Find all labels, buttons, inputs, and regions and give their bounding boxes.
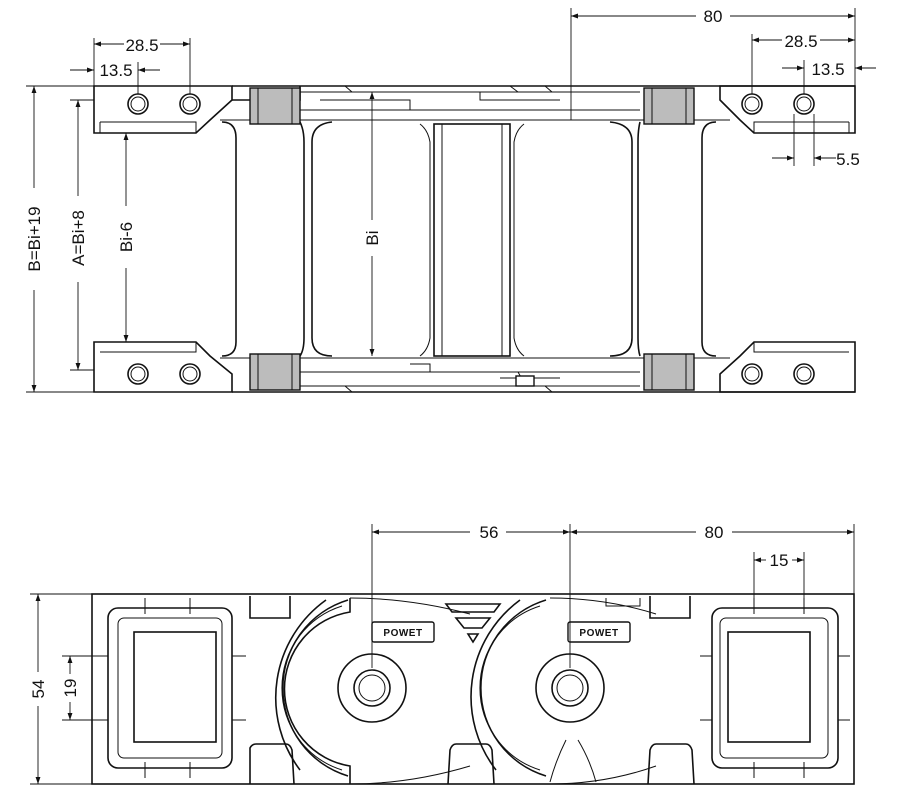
label-left-hole-offset: 13.5 — [99, 61, 132, 80]
chevron-logo-icon — [444, 603, 502, 644]
brand-label-left: POWET — [383, 628, 422, 639]
label-right-hole-span: 28.5 — [784, 32, 817, 51]
dimension-overall-width: B=Bi+19 — [25, 85, 94, 393]
label-window-height: 19 — [61, 679, 80, 698]
label-right-hole-gap: 5.5 — [836, 150, 860, 169]
bottom-side-band — [220, 353, 855, 393]
dimension-pitch-large: 80 — [570, 523, 855, 594]
dimension-inner-width: Bi — [363, 92, 382, 356]
label-clear-width: Bi-6 — [117, 222, 136, 252]
dimension-pitch-top: 80 — [570, 7, 856, 120]
left-round-link: POWET — [274, 597, 471, 785]
label-inner-width: Bi — [363, 230, 382, 245]
left-window-link — [96, 598, 246, 778]
dimension-left-hole-offset: 13.5 — [70, 61, 160, 94]
brand-badge-right — [567, 621, 631, 643]
label-outer-width: A=Bi+8 — [69, 210, 88, 266]
left-top-bracket — [93, 85, 233, 134]
dimension-right-hole-offset: 13.5 — [782, 60, 876, 94]
dimension-window-width: 15 — [753, 551, 805, 610]
dimension-height: 54 — [29, 593, 92, 785]
dimension-right-hole-span: 28.5 — [751, 32, 855, 94]
label-overall-width: B=Bi+19 — [25, 206, 44, 271]
dimension-outer-width: A=Bi+8 — [69, 99, 94, 371]
crossbars — [221, 121, 717, 357]
brand-label-right: POWET — [579, 628, 618, 639]
top-view: 80 28.5 13.5 28.5 13. — [25, 7, 876, 393]
label-pitch-top: 80 — [704, 7, 723, 26]
label-right-hole-offset: 13.5 — [811, 60, 844, 79]
right-round-link: POWET — [470, 597, 657, 785]
left-bottom-bracket — [93, 341, 233, 393]
dimension-clear-width: Bi-6 — [117, 133, 136, 342]
dimension-pitch-small: 56 — [371, 523, 571, 668]
right-window-link — [700, 598, 850, 778]
dimension-window-height: 19 — [61, 655, 100, 721]
right-bottom-bracket — [719, 341, 856, 393]
label-pitch-small: 56 — [480, 523, 499, 542]
edge-tabs — [249, 596, 695, 785]
right-top-bracket — [719, 85, 856, 134]
label-pitch-large: 80 — [705, 523, 724, 542]
side-outline — [91, 593, 855, 785]
mounting-holes — [127, 93, 815, 385]
label-window-width: 15 — [770, 551, 789, 570]
top-side-band — [220, 85, 855, 125]
side-view: POWET POWET 56 — [29, 523, 855, 785]
dimension-right-hole-gap: 5.5 — [772, 114, 860, 169]
label-left-hole-span: 28.5 — [125, 36, 158, 55]
dimension-left-hole-span: 28.5 — [93, 36, 191, 94]
label-height: 54 — [29, 680, 48, 699]
